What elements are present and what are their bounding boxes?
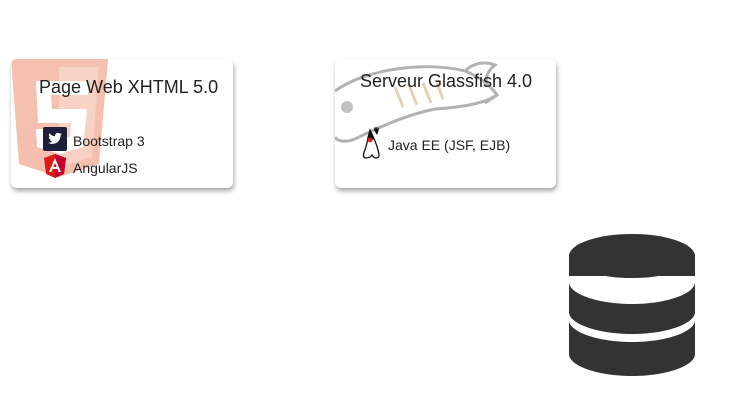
list-item-angularjs: AngularJS <box>43 153 138 182</box>
list-item-java-ee: Java EE (JSF, EJB) <box>362 126 510 163</box>
angularjs-label: AngularJS <box>73 159 138 176</box>
bootstrap-label: Bootstrap 3 <box>73 132 145 149</box>
database-icon <box>569 234 695 376</box>
twitter-bootstrap-icon <box>43 127 67 154</box>
web-card-title: Page Web XHTML 5.0 <box>39 77 219 97</box>
angularjs-icon <box>43 153 67 182</box>
glassfish-fish-logo-icon <box>335 61 500 143</box>
list-item-bootstrap: Bootstrap 3 <box>43 127 145 154</box>
server-card: Serveur Glassfish 4.0 Java EE (JSF, EJB) <box>335 59 556 188</box>
java-duke-icon <box>362 126 382 163</box>
web-page-card: Page Web XHTML 5.0 Bootstrap 3 AngularJS <box>11 59 233 188</box>
server-card-title: Serveur Glassfish 4.0 <box>360 71 533 91</box>
java-ee-label: Java EE (JSF, EJB) <box>388 136 511 153</box>
